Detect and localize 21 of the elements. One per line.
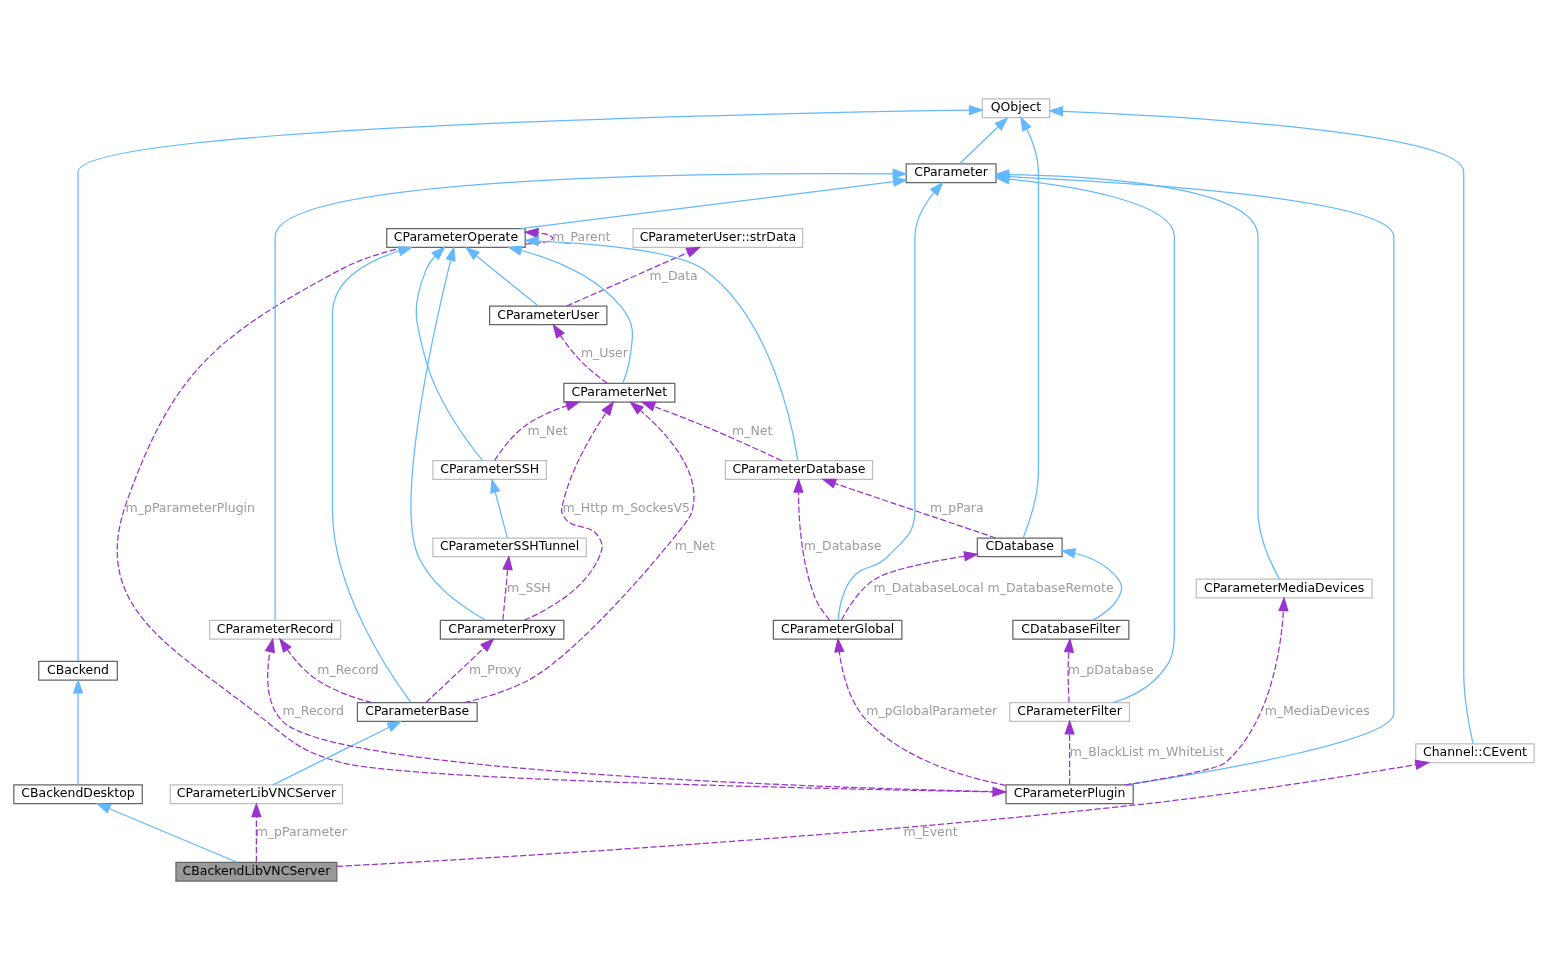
edge-label: m_User — [580, 344, 628, 360]
edge-label: m_Event — [903, 823, 958, 839]
edge-label: m_pParameter — [255, 823, 347, 839]
edge-label: m_Proxy — [468, 661, 522, 677]
edge-label: m_Database — [803, 537, 882, 553]
edge-label: m_pDatabase — [1067, 661, 1154, 677]
edge-label: m_Net — [674, 537, 715, 553]
edge-label: m_SSH — [507, 579, 551, 595]
edge-label: m_Net — [732, 422, 773, 437]
edge-label: m_Data — [649, 267, 698, 283]
edge-label: m_Http m_SockesV5 — [562, 499, 691, 515]
edge-label: m_DatabaseLocal m_DatabaseRemote — [873, 579, 1114, 595]
edge-label: m_Parent — [552, 228, 611, 244]
edge-label: m_Net — [527, 422, 568, 437]
edge-label: m_Record — [282, 702, 344, 718]
edge-label: m_pGlobalParameter — [866, 702, 998, 718]
edge-label: m_MediaDevices — [1264, 702, 1370, 718]
edge-label: m_pParameterPlugin — [125, 499, 255, 515]
edge-label: m_BlackList m_WhiteList — [1069, 743, 1225, 759]
edge-label: m_Record — [317, 661, 379, 677]
edge-label: m_pPara — [929, 499, 984, 515]
